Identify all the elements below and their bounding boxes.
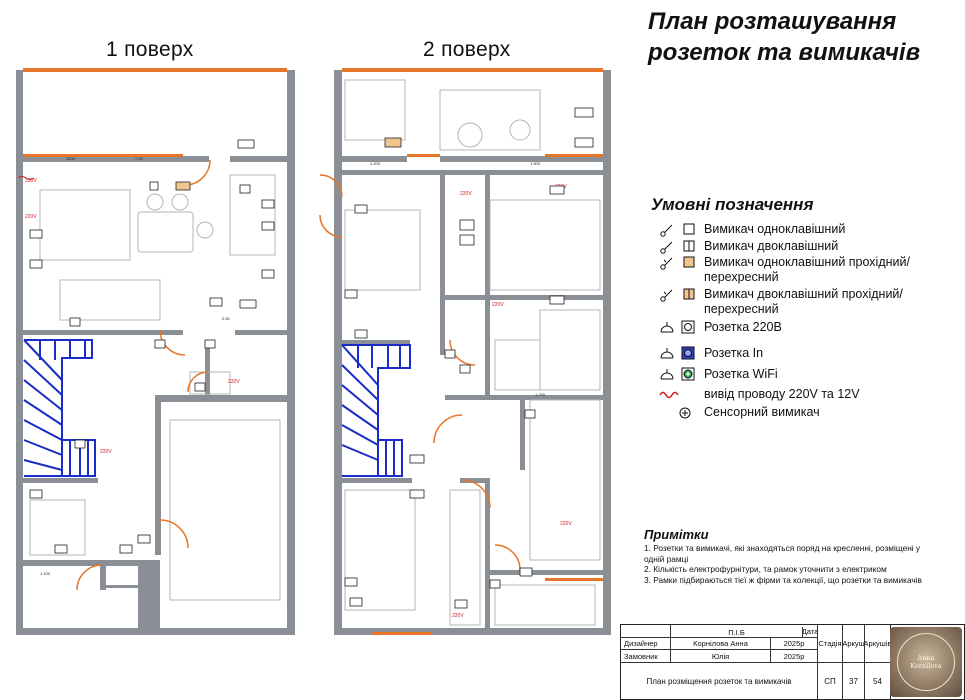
stamp-date-header: Дата [803,625,818,638]
legend-item: Розетка In [658,346,919,361]
stamp-stage: СП [818,663,843,699]
designer-seal-logo: Anna Kornilova [890,627,962,697]
floor1-top-window [23,68,287,72]
legend-item: Вимикач двоклавішний прохідний/ перехрес… [658,287,919,317]
stamp-client-date: 2025р [771,650,818,663]
legend-item-label: вивід проводу 220V та 12V [704,387,860,401]
svg-text:220V: 220V [100,449,112,455]
notes-title: Примітки [644,527,709,542]
legend-item: Розетка WiFi [658,367,919,382]
single-switch-icon [658,222,704,237]
legend-item-label: Вимикач двоклавішний прохідний/ перехрес… [704,287,903,316]
stamp-client-name: Юлія [671,650,771,663]
legend-item: Вимикач одноклавішний прохідний/ перехре… [658,255,919,285]
stamp-designer-name: Корнілова Анна [671,638,771,650]
floor-1-title: 1 поверх [106,38,194,61]
legend-item-label: Розетка In [704,346,764,360]
floor-1-plan: 220V 220V 220V 220V 1200 7.25 1.100 2.50 [16,68,295,635]
single-passthrough-switch-icon [658,255,704,270]
socket-internet-icon [658,346,704,361]
stamp-sheet-title: План розміщення розеток та вимикачів [621,663,818,699]
note-item: 2. Кількість електрофурнітури, та рамок … [644,564,887,574]
legend-item-label: Розетка 220В [704,320,782,334]
sensor-switch-icon [658,405,704,420]
socket-220v-icon [658,320,704,335]
svg-text:220V: 220V [25,214,37,220]
floor-plans-drawing: 220V 220V 220V 220V 1200 7.25 1.100 2.50 [16,68,611,635]
seal-line-1: Anna [917,654,935,662]
stamp-pib-header: П.І.Б [671,627,803,638]
stamp-designer-label: Дизайнер [621,638,671,650]
svg-text:1.750: 1.750 [535,392,546,397]
floor1-left-wall [16,70,23,635]
stamp-sheets-total: 54 [865,663,891,699]
legend-item-label: Вимикач двоклавішний [704,239,839,253]
stamp-sheets-header: Аркушів [865,625,891,663]
stamp-designer-date: 2025р [771,638,818,650]
floor1-terrace-wall [23,156,209,162]
floor2-stairs [341,344,411,477]
svg-text:220V: 220V [452,613,464,619]
note-item: 3. Рамки підбираються тієї ж фірми та ко… [644,574,922,585]
svg-text:220V: 220V [25,178,37,184]
legend-item-label: Розетка WiFi [704,367,778,381]
floor1-terrace-wall-r [230,156,287,162]
legend-item: Вимикач двоклавішний [658,239,919,254]
main-title-text: План розташування розеток та вимикачів [648,8,921,66]
svg-text:220V: 220V [228,379,240,385]
legend-item: Вимикач одноклавішний [658,222,919,237]
legend-item: Сенсорний вимикач [658,405,919,420]
floor1-right-wall-bottom [287,400,295,635]
stamp-stage-header: Стадія [818,625,843,663]
sheet-main-title: План розташування розеток та вимикачів [648,6,948,68]
legend-title: Умовні позначення [651,195,814,214]
floor1-partition [23,330,183,335]
svg-text:220V: 220V [492,302,504,308]
svg-text:1.900: 1.900 [530,161,541,166]
svg-text:1.100: 1.100 [40,571,51,576]
floor2-bottom-wall [334,628,611,635]
stamp-sheet-header: Аркуш [843,625,865,663]
legend-item-label: Вимикач одноклавішний прохідний/ перехре… [704,255,910,284]
legend-item: Розетка 220В [658,320,919,335]
wire-outlet-icon [658,387,704,402]
floor1-right-wall-top [287,70,295,400]
notes-list: 1. Розетки та вимикачі, які знаходяться … [644,543,924,585]
floor-2-title: 2 поверх [423,38,511,61]
stamp-sheet-number: 37 [843,663,865,699]
floor1-stairs [23,339,96,477]
svg-text:220V: 220V [460,191,472,197]
double-switch-icon [658,239,704,254]
legend-item: вивід проводу 220V та 12V [658,387,919,402]
socket-wifi-icon [658,367,704,382]
seal-line-2: Kornilova [910,662,942,670]
svg-text:220V: 220V [560,521,572,527]
legend-item-label: Вимикач одноклавішний [704,222,846,236]
svg-text:7.25: 7.25 [135,156,144,161]
svg-text:1200: 1200 [66,156,76,161]
double-passthrough-switch-icon [658,287,704,302]
svg-text:1.200: 1.200 [370,161,381,166]
floor2-right-wall [603,70,611,635]
floor2-top-window [342,68,603,72]
note-item: 1. Розетки та вимикачі, які знаходяться … [644,543,921,564]
floor2-left-wall [334,70,342,635]
stamp-client-label: Замовник [621,650,671,663]
svg-text:2.50: 2.50 [222,316,231,321]
legend-item-label: Сенсорний вимикач [704,405,820,419]
